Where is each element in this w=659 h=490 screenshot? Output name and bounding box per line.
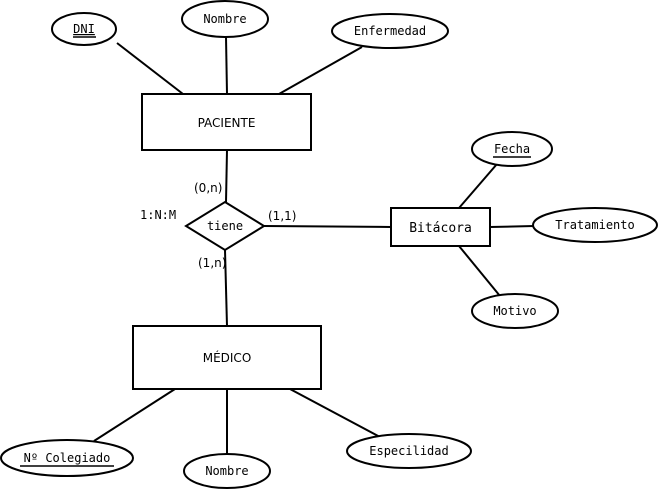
attribute-fecha-ellipse — [471, 131, 553, 167]
line-medico-colegiado — [93, 388, 176, 442]
entity-medico-box — [132, 325, 322, 390]
entity-paciente-box — [141, 93, 312, 151]
relationship-tiene-label: tiene — [207, 219, 243, 233]
attribute-especialidad-label: Especilidad — [369, 444, 448, 458]
attribute-fecha-label: Fecha — [494, 142, 530, 156]
cardinality-bitacora: (1,1) — [268, 209, 296, 223]
attribute-dni-label: DNI — [73, 22, 95, 36]
entity-medico-label: MÉDICO — [203, 350, 252, 365]
attribute-medico-nombre-ellipse — [183, 453, 271, 489]
entity-bitacora-label: Bitácora — [409, 221, 472, 236]
attribute-colegiado-ellipse — [0, 439, 134, 477]
attribute-especialidad-ellipse — [346, 433, 472, 469]
attribute-medico-nombre-label: Nombre — [205, 464, 248, 478]
entity-paciente-label: PACIENTE — [198, 116, 256, 130]
attribute-paciente-nombre-ellipse — [181, 0, 269, 38]
attribute-enfermedad-label: Enfermedad — [354, 24, 426, 38]
attribute-motivo-ellipse — [471, 293, 559, 329]
attribute-colegiado-label: Nº Colegiado — [24, 451, 111, 465]
connector-lines — [93, 36, 535, 455]
attribute-enfermedad-ellipse — [331, 13, 449, 49]
line-tiene-medico — [224, 249, 228, 327]
cardinality-paciente: (0,n) — [194, 181, 222, 195]
attribute-tratamiento-label: Tratamiento — [555, 218, 634, 232]
cardinality-medico: (1,n) — [198, 256, 226, 270]
line-bitacora-tratamiento — [489, 225, 535, 228]
line-bitacora-motivo — [458, 245, 501, 297]
entity-bitacora-box — [390, 207, 491, 247]
relationship-cardinality-label: 1:N:M — [140, 208, 176, 222]
attribute-motivo-label: Motivo — [493, 304, 536, 318]
attribute-tratamiento-ellipse — [532, 207, 658, 243]
line-tiene-bitacora — [263, 225, 392, 228]
attribute-dni-ellipse — [51, 12, 117, 46]
line-paciente-dni — [116, 42, 184, 95]
line-medico-especialidad — [289, 388, 381, 438]
line-paciente-nombre — [225, 36, 228, 95]
line-paciente-enfermedad — [278, 46, 363, 95]
line-paciente-tiene — [225, 149, 228, 203]
relationship-tiene-diamond — [184, 200, 266, 252]
line-bitacora-fecha — [458, 163, 498, 209]
attribute-paciente-nombre-label: Nombre — [203, 12, 246, 26]
